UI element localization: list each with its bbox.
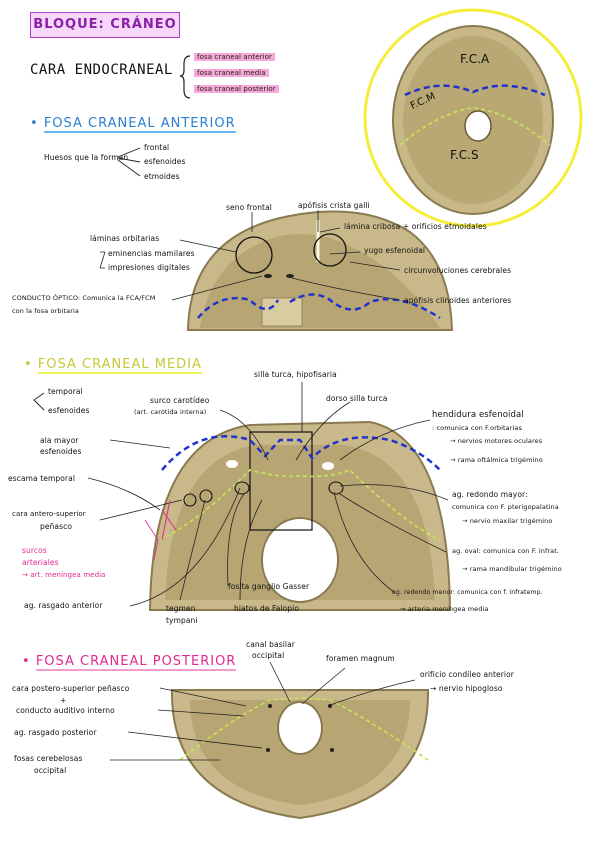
label-laminas-orbitarias: láminas orbitarias [90, 234, 160, 243]
label-redondo-mayor-2: comunica con F. pterigopalatina [452, 503, 559, 511]
label-rasgado-ant: ag. rasgado anterior [24, 601, 103, 610]
label-orificio-2: → nervio hipogloso [430, 684, 503, 693]
label-silla-turca: silla turca, hipofisaria [254, 370, 337, 379]
hueso-etmoides: etmoides [144, 172, 180, 181]
label-surcos: surcos [22, 546, 47, 555]
overview-circle [363, 8, 583, 228]
label-conducto-optico-2: con la fosa orbitaria [12, 307, 79, 315]
label-dorso-silla: dorso silla turca [326, 394, 388, 403]
label-cara-postero: cara postero-superior peñasco [12, 684, 130, 693]
label-hiatos: hiatos de Falopio [234, 604, 300, 613]
label-ala-mayor: ala mayor [40, 436, 79, 445]
brace [179, 55, 191, 99]
label-redondo-menor: ag. redondo menor: comunica con f. infra… [392, 589, 543, 596]
label-surcos-2: arteriales [22, 558, 59, 567]
label-surco-carotideo-2: (art. carótida interna) [134, 408, 207, 416]
bloque-title: BLOQUE: CRÁNEO [30, 12, 180, 38]
label-ala-mayor-2: esfenoides [40, 447, 82, 456]
label-oval-2: → rama mandibular trigémino [462, 565, 562, 573]
anterior-title: • FOSA CRANEAL ANTERIOR [30, 116, 236, 133]
brace-item: fosa craneal anterior [194, 53, 275, 61]
cara-title: CARA ENDOCRANEAL [30, 62, 173, 78]
label-eminencias: eminencias mamilares [108, 249, 195, 258]
hueso-frontal: frontal [144, 143, 170, 152]
label-impresiones: impresiones digitales [108, 263, 190, 272]
label-apofisis-crista: apófisis crista galli [298, 201, 370, 210]
posterior-foramen [277, 701, 323, 755]
circle-label-fca: F.C.A [460, 52, 490, 66]
label-hendidura: hendidura esfenoidal [432, 410, 524, 420]
label-redondo-menor-2: → arteria meníngea media [400, 605, 489, 613]
label-canal-basilar-2: occipital [252, 651, 285, 660]
label-circunvoluciones: circunvoluciones cerebrales [404, 266, 512, 275]
label-foramen: foramen magnum [326, 654, 395, 663]
label-cara-antero-2: peñasco [40, 522, 73, 531]
label-lamina-cribosa: lámina cribosa + orificios etmoidales [344, 222, 487, 231]
label-cara-postero-2: + [60, 696, 67, 705]
hueso-esfenoides: esfenoides [144, 157, 186, 166]
label-fosita: fosita ganglio Gasser [228, 582, 310, 591]
label-canal-basilar: canal basilar [246, 640, 295, 649]
label-orificio: orificio condíleo anterior [420, 670, 514, 679]
media-temporal: temporal [48, 387, 83, 396]
label-hendidura-2: : comunica con F.orbitarias [432, 424, 522, 432]
brace-item: fosa craneal media [194, 69, 269, 77]
label-surcos-3: → art. meníngea media [22, 571, 106, 579]
label-fosas-2: occipital [34, 766, 67, 775]
label-escama: escama temporal [8, 474, 76, 483]
label-nervios-motores: → nervios motores oculares [450, 437, 543, 445]
label-rama-oftalmica: → rama oftálmica trigémino [450, 456, 543, 464]
label-redondo-mayor-3: → nervio maxilar trigémino [462, 517, 553, 525]
label-seno-frontal: seno frontal [226, 203, 272, 212]
label-clinoides: apófisis clinoides anteriores [404, 296, 512, 305]
label-conducto-auditivo: conducto auditivo interno [16, 706, 115, 715]
label-rasgado-post: ag. rasgado posterior [14, 728, 97, 737]
huesos-label: Huesos que la forman [44, 153, 129, 162]
media-foramen [261, 517, 339, 603]
circle-label-fcs: F.C.S [450, 148, 479, 162]
label-surco-carotideo: surco carotídeo [150, 396, 210, 405]
media-esfenoides: esfenoides [48, 406, 90, 415]
posterior-title: • FOSA CRANEAL POSTERIOR [22, 654, 237, 671]
label-fosas: fosas cerebelosas [14, 754, 83, 763]
label-tegmen-2: tympani [166, 616, 198, 625]
label-oval: ag. oval: comunica con F. infrat. [452, 547, 560, 555]
label-redondo-mayor: ag. redondo mayor: [452, 490, 528, 499]
overview-foramen [464, 110, 492, 142]
label-yugo: yugo esfenoidal [364, 246, 426, 255]
label-conducto-optico: CONDUCTO ÓPTICO: Comunica la FCA/FCM [12, 294, 156, 302]
media-title: • FOSA CRANEAL MEDIA [24, 357, 202, 374]
label-cara-antero: cara antero-superior [12, 510, 86, 518]
label-tegmen: tegmen [166, 604, 196, 613]
brace-item: fosa craneal posterior [194, 85, 279, 93]
